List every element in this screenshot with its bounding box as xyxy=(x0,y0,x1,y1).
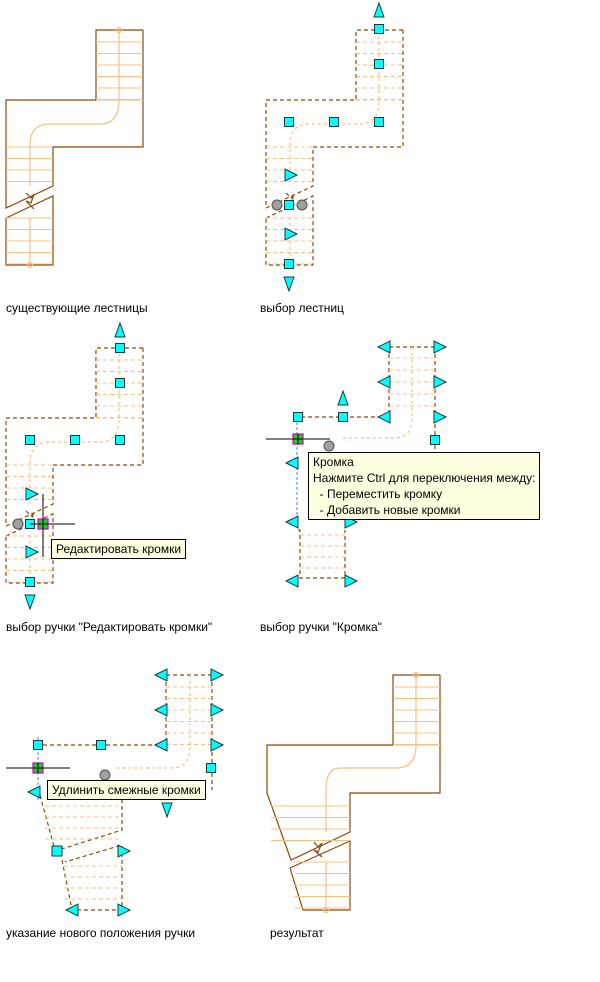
grip-arrow-up[interactable] xyxy=(373,1,385,18)
grip-square[interactable] xyxy=(284,259,294,269)
grip-arrow-right[interactable] xyxy=(284,168,299,182)
grip-arrow-down[interactable] xyxy=(161,802,173,819)
stair-result xyxy=(266,671,441,914)
grip-circle[interactable] xyxy=(323,440,335,452)
grip-arrow-left[interactable] xyxy=(26,785,41,799)
tooltip-line: - Добавить новые кромки xyxy=(313,503,461,517)
walk-line xyxy=(325,675,417,832)
caption-edge-grip: выбор ручки "Кромка" xyxy=(260,620,382,634)
grip-circle[interactable] xyxy=(271,199,283,211)
grip-arrow-left[interactable] xyxy=(64,903,79,917)
grip-square[interactable] xyxy=(33,740,43,750)
grip-arrow-right[interactable] xyxy=(433,410,448,424)
stair-outline xyxy=(38,675,167,746)
grip-square[interactable] xyxy=(293,412,303,422)
grip-square[interactable] xyxy=(96,740,106,750)
caption-existing: существующие лестницы xyxy=(6,301,148,315)
grip-square[interactable] xyxy=(206,763,216,773)
stair-outline xyxy=(265,195,314,266)
grip-arrow-right[interactable] xyxy=(210,738,225,752)
grip-circle[interactable] xyxy=(296,199,308,211)
grip-arrow-left[interactable] xyxy=(153,738,168,752)
grip-arrow-right[interactable] xyxy=(25,487,40,501)
stair-edge-grip[interactable] xyxy=(266,340,448,588)
tooltip-line: Кромка xyxy=(313,455,354,469)
grip-square[interactable] xyxy=(25,435,35,445)
walk-end-marker xyxy=(322,906,330,914)
grip-arrow-up[interactable] xyxy=(114,321,126,338)
stair-outline xyxy=(5,513,54,584)
grip-arrow-left[interactable] xyxy=(284,574,299,588)
caption-selected: выбор лестниц xyxy=(260,301,344,315)
stair-new-position[interactable] xyxy=(6,668,225,917)
grip-square[interactable] xyxy=(284,200,294,210)
grip-arrow-down[interactable] xyxy=(283,276,295,293)
walk-end-marker xyxy=(26,261,34,269)
grip-square[interactable] xyxy=(115,378,125,388)
grip-arrow-down[interactable] xyxy=(24,594,36,611)
grip-arrow-right[interactable] xyxy=(433,340,448,354)
tooltip-line: Удлинить смежные кромки xyxy=(52,783,201,797)
grip-square[interactable] xyxy=(338,412,348,422)
stair-outline xyxy=(298,347,390,418)
tooltip-lengthen-edges: Удлинить смежные кромки xyxy=(47,780,206,800)
stair-outline xyxy=(5,195,54,266)
grip-arrow-right[interactable] xyxy=(117,844,132,858)
grip-arrow-right[interactable] xyxy=(344,574,359,588)
grip-arrow-right[interactable] xyxy=(210,668,225,682)
grip-square[interactable] xyxy=(51,845,63,857)
grip-square[interactable] xyxy=(25,577,35,587)
walk-line xyxy=(115,675,191,769)
stair-selected[interactable] xyxy=(265,1,404,293)
grip-square[interactable] xyxy=(374,24,384,34)
grip-square[interactable] xyxy=(430,435,440,445)
tooltip-edit-edges: Редактировать кромки xyxy=(51,539,187,559)
grip-arrow-left[interactable] xyxy=(153,703,168,717)
walk-line xyxy=(29,30,120,186)
grip-arrow-right[interactable] xyxy=(433,375,448,389)
grip-circle[interactable] xyxy=(12,518,24,530)
stair-outline xyxy=(39,794,123,851)
tooltip-line: Редактировать кромки xyxy=(56,542,182,556)
grip-square[interactable] xyxy=(374,117,384,127)
grip-arrow-left[interactable] xyxy=(376,340,391,354)
grip-arrow-left[interactable] xyxy=(153,668,168,682)
grip-arrow-left[interactable] xyxy=(284,515,299,529)
stair-existing xyxy=(5,26,144,269)
walk-start-marker xyxy=(412,671,420,679)
grip-arrow-up[interactable] xyxy=(337,389,349,406)
grip-square[interactable] xyxy=(284,117,294,127)
grip-square[interactable] xyxy=(329,117,339,127)
grip-arrow-right[interactable] xyxy=(25,545,40,559)
grip-arrow-left[interactable] xyxy=(376,375,391,389)
stair-outline xyxy=(289,840,351,911)
grip-arrow-left[interactable] xyxy=(284,456,299,470)
tooltip-line: Нажмите Ctrl для переключения между: xyxy=(313,471,536,485)
grip-circle[interactable] xyxy=(99,769,111,781)
caption-edit-edges-grip: выбор ручки "Редактировать кромки" xyxy=(6,620,213,634)
tooltip-edge: Кромка Нажмите Ctrl для переключения меж… xyxy=(308,452,541,520)
break-mark xyxy=(25,192,35,210)
grip-square[interactable] xyxy=(70,435,80,445)
walk-line xyxy=(289,30,380,186)
walk-line xyxy=(29,348,120,504)
break-mark xyxy=(313,841,323,858)
caption-new-position: указание нового положения ручки xyxy=(6,926,196,940)
grip-square[interactable] xyxy=(115,343,125,353)
walk-line xyxy=(340,347,413,439)
caption-result: результат xyxy=(270,926,324,940)
stair-edit-edges-grip[interactable] xyxy=(5,321,144,611)
grip-arrow-right[interactable] xyxy=(210,703,225,717)
grip-arrow-right[interactable] xyxy=(284,227,299,241)
walk-start-marker xyxy=(115,26,123,34)
grip-arrow-right[interactable] xyxy=(117,903,132,917)
grip-square[interactable] xyxy=(115,435,125,445)
grip-arrow-left[interactable] xyxy=(376,410,391,424)
grip-square[interactable] xyxy=(374,59,384,69)
tooltip-line: - Переместить кромку xyxy=(313,487,443,501)
stair-outline xyxy=(298,529,346,579)
